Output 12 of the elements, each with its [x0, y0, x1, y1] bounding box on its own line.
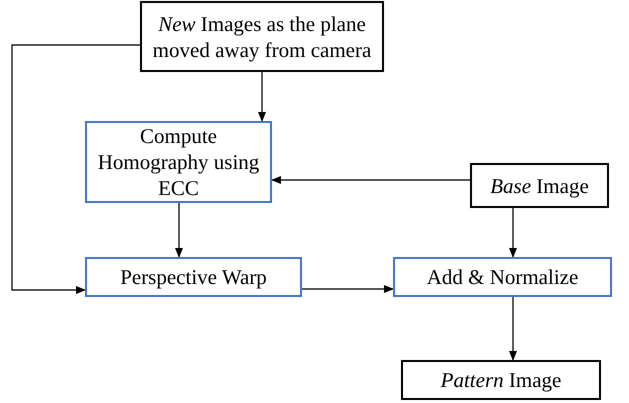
process-box: Perspective Warp — [85, 257, 302, 297]
arrow — [271, 176, 470, 184]
process-box: Compute Homography using ECC — [85, 121, 272, 203]
process-box: New Images as the plane moved away from camera — [140, 1, 384, 72]
process-box: Add & Normalize — [393, 257, 612, 297]
arrow — [175, 203, 183, 258]
arrow — [509, 297, 517, 361]
process-box: Pattern Image — [401, 360, 601, 400]
arrow — [302, 285, 394, 293]
arrow — [509, 208, 517, 258]
arrow — [258, 72, 266, 122]
process-box: Base Image — [470, 163, 609, 208]
